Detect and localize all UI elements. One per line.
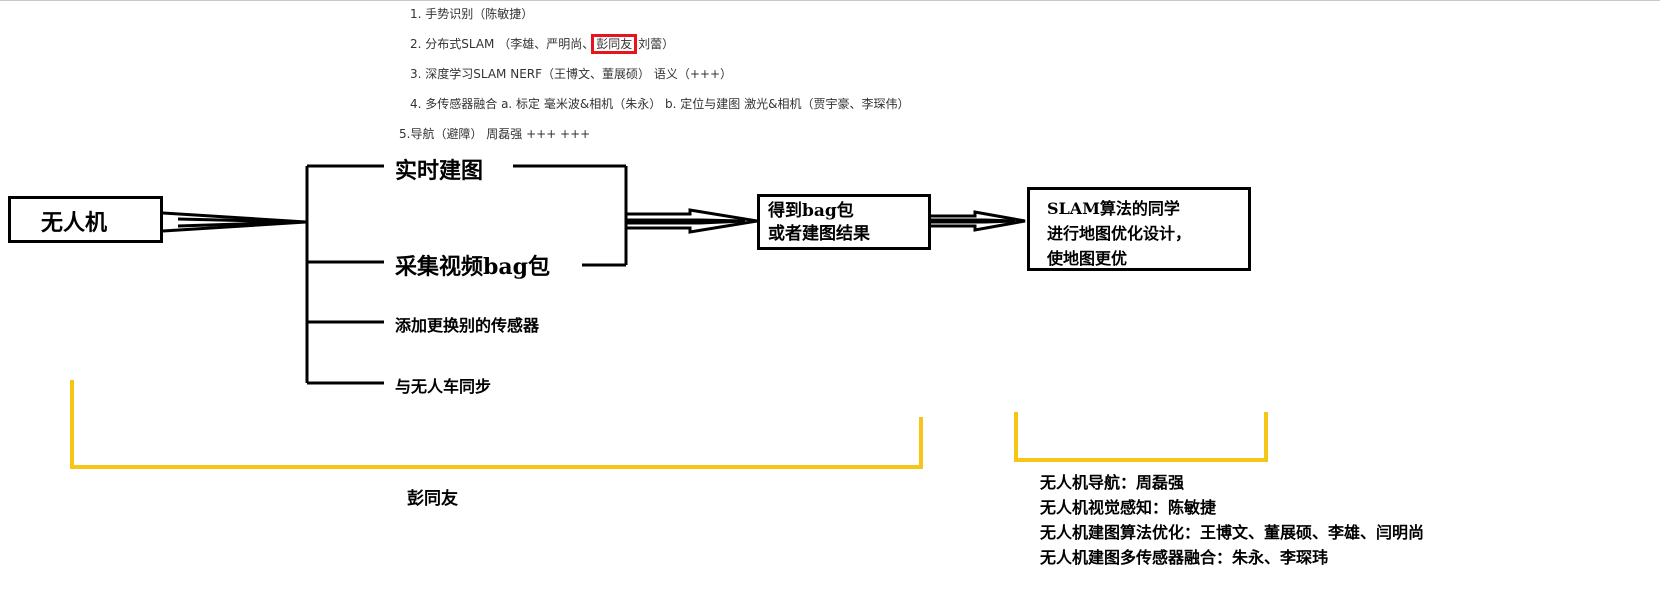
top-divider xyxy=(0,0,1660,1)
note-2-text: 2. 分布式SLAM （李雄、严明尚、 xyxy=(410,37,595,51)
note-4: 4. 多传感器融合 a. 标定 毫米波&相机（朱永） b. 定位与建图 激光&相… xyxy=(410,97,910,111)
result-line-1: 得到bag包 xyxy=(768,201,854,221)
note-5: 5.导航（避障） 周磊强 +++ +++ xyxy=(399,127,591,141)
branch-collect-bag: 采集视频bag包 xyxy=(395,254,551,280)
final-line-3: 使地图更优 xyxy=(1047,249,1128,268)
yellow-brackets xyxy=(70,380,1268,469)
result-box: 得到bag包 或者建图结果 xyxy=(757,194,931,250)
role-mapping-optimization: 无人机建图算法优化：王博文、董展硕、李雄、闫明尚 xyxy=(1040,523,1425,542)
branch-realtime-mapping: 实时建图 xyxy=(395,158,484,184)
role-sensor-fusion: 无人机建图多传感器融合：朱永、李琛玮 xyxy=(1040,548,1329,567)
final-line-1: SLAM算法的同学 xyxy=(1047,199,1180,218)
role-vision: 无人机视觉感知：陈敏捷 xyxy=(1040,498,1217,517)
left-group-label: 彭同友 xyxy=(407,489,458,509)
right-bracket xyxy=(1014,412,1268,462)
note-2-tail: 刘蕾） xyxy=(634,37,675,51)
role-navigation: 无人机导航：周磊强 xyxy=(1040,473,1185,492)
result-line-2: 或者建图结果 xyxy=(768,224,870,244)
final-box: SLAM算法的同学 进行地图优化设计， 使地图更优 xyxy=(1027,187,1251,271)
arrow-to-final xyxy=(930,210,1026,232)
arrow-root-inner xyxy=(177,217,301,228)
left-bracket xyxy=(70,380,923,469)
branch-add-sensor: 添加更换别的传感器 xyxy=(395,316,540,335)
branch-sync-vehicle: 与无人车同步 xyxy=(395,377,492,396)
note-1: 1. 手势识别（陈敏捷） xyxy=(410,7,534,21)
note-2-highlight: 彭同友 xyxy=(591,34,638,54)
root-label: 无人机 xyxy=(41,210,108,236)
root-box: 无人机 xyxy=(8,196,163,243)
final-line-2: 进行地图优化设计， xyxy=(1047,224,1192,243)
note-2: 2. 分布式SLAM （李雄、严明尚、彭同友 刘蕾） xyxy=(410,34,675,54)
note-3: 3. 深度学习SLAM NERF（王博文、董展硕） 语义（+++） xyxy=(410,67,732,81)
